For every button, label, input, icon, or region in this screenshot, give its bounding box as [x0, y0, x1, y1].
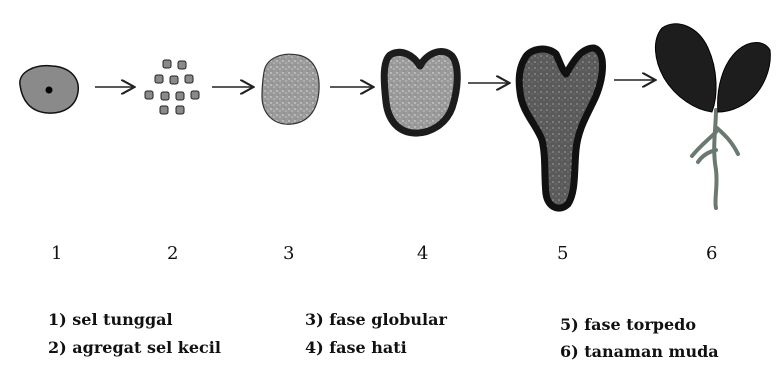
legend-item-3: 3) fase globular: [305, 310, 447, 329]
stage-number-5: 5: [557, 243, 568, 264]
legend-item-1: 1) sel tunggal: [48, 310, 173, 329]
stage-number-1: 1: [51, 243, 62, 264]
legend-item-5: 5) fase torpedo: [560, 315, 696, 334]
stage-number-2: 2: [167, 243, 178, 264]
legend-item-2: 2) agregat sel kecil: [48, 338, 221, 357]
stage-number-4: 4: [417, 243, 428, 264]
stage-2-cell-aggregate: [145, 60, 199, 114]
stage-6-young-plant: [655, 24, 770, 208]
stage-3-globular: [262, 54, 319, 124]
legend-item-6: 6) tanaman muda: [560, 342, 719, 361]
stage-1-single-cell: [20, 66, 78, 113]
stage-5-torpedo: [519, 48, 602, 208]
stage-number-3: 3: [283, 243, 294, 264]
legend-item-4: 4) fase hati: [305, 338, 407, 357]
stage-4-heart: [384, 51, 457, 133]
stage-number-6: 6: [706, 243, 717, 264]
